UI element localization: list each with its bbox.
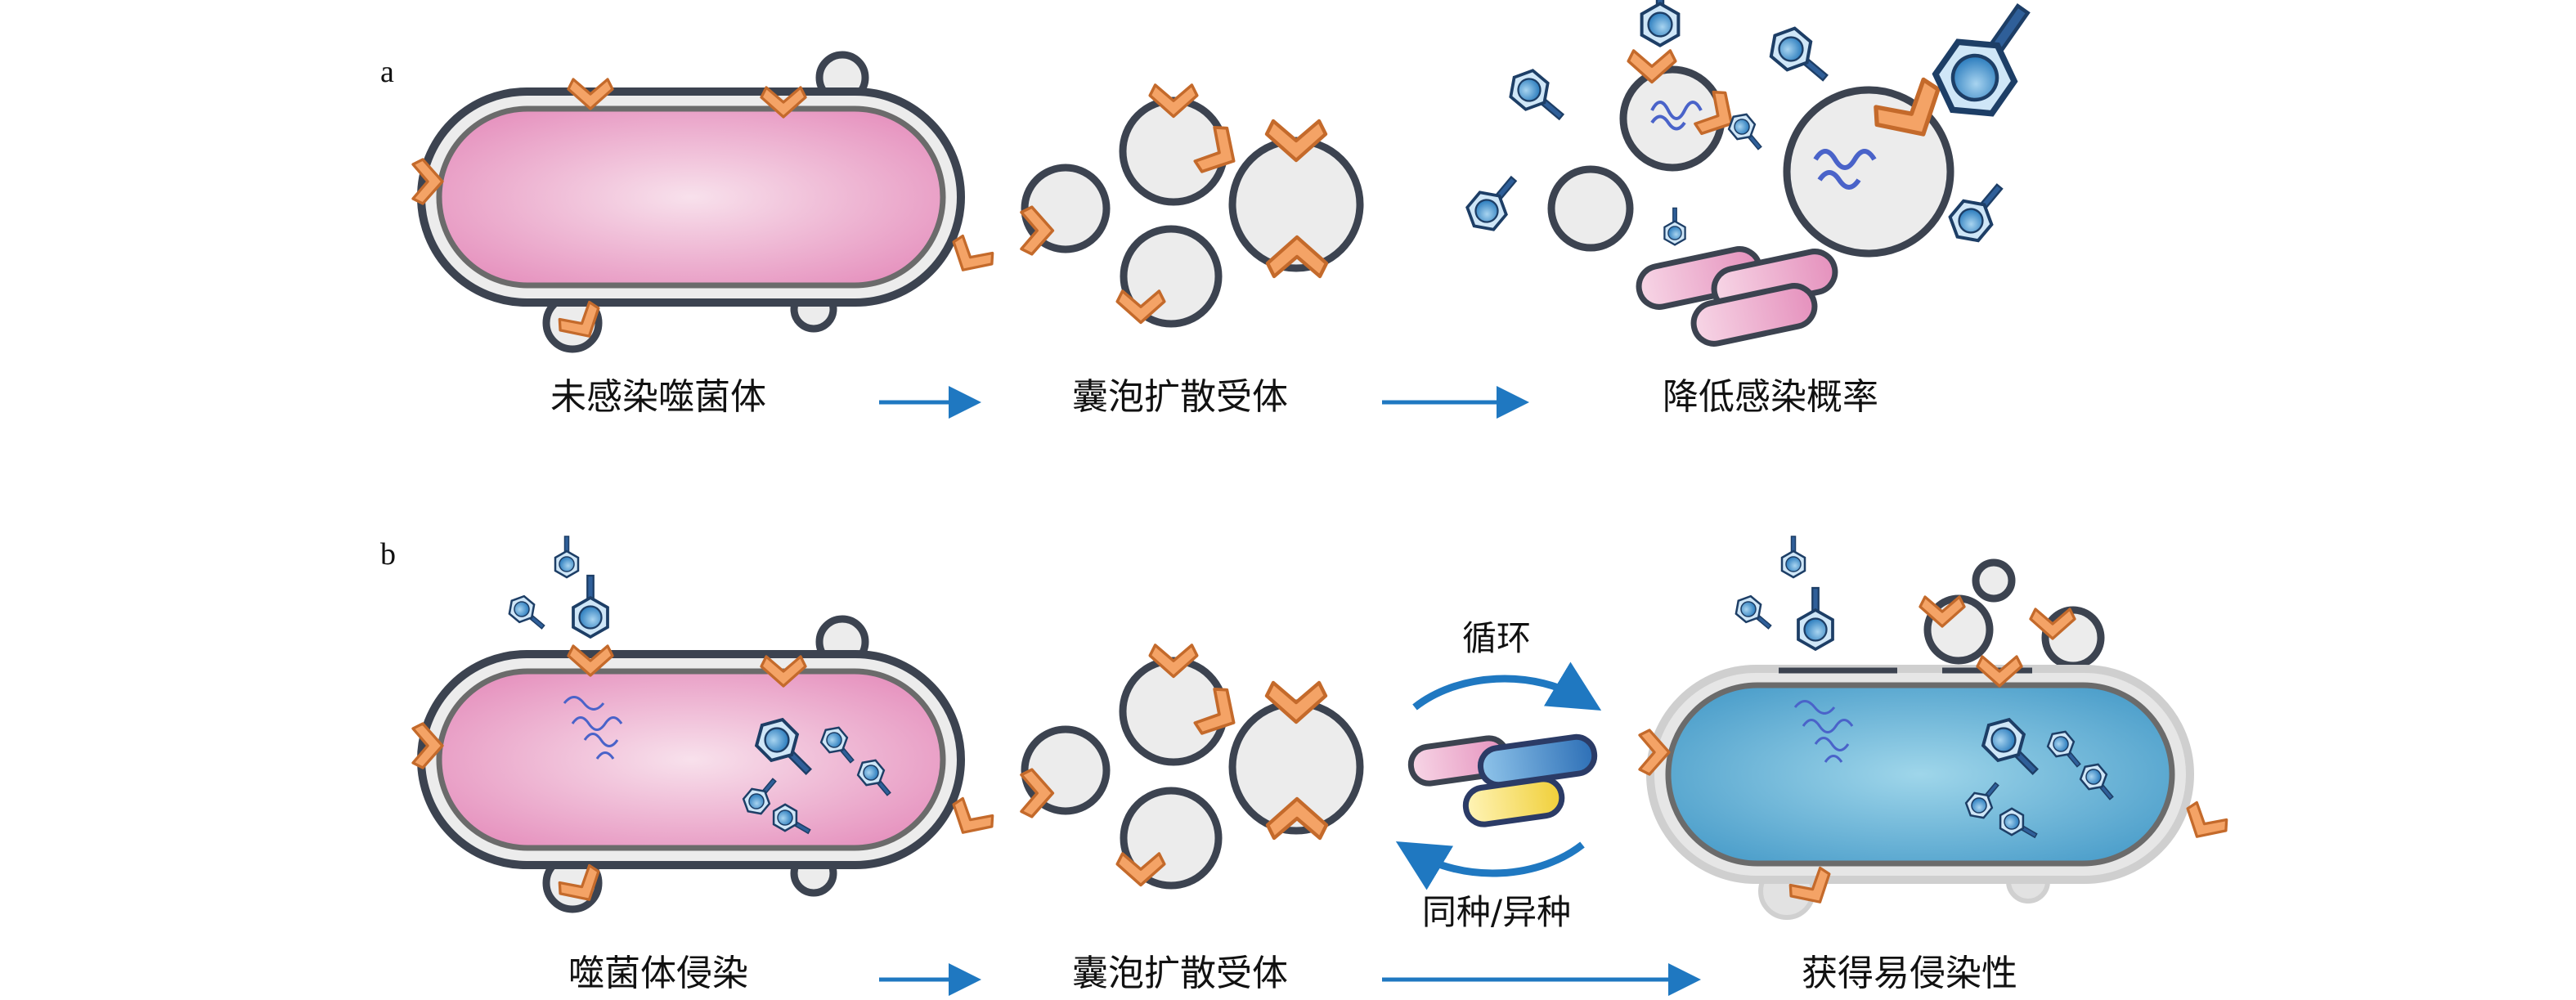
phage-icon	[1727, 113, 1762, 150]
receptor-icon	[1264, 680, 1328, 724]
receptor-icon	[1976, 655, 2023, 688]
cycle-label: 循环	[1462, 618, 1531, 658]
cytoplasm	[436, 105, 946, 289]
phage-icon	[554, 536, 580, 579]
phage-icon	[1640, 0, 1681, 47]
receptor-icon	[1193, 688, 1236, 735]
phage-dna-icon	[583, 733, 619, 747]
receptor-icon	[1020, 768, 1055, 818]
receptor-icon	[1264, 119, 1328, 163]
phage-group	[1465, 0, 2031, 246]
panel-letter-a: a	[380, 55, 394, 89]
phage-icon	[508, 594, 545, 630]
phage-dna-icon	[1650, 114, 1686, 131]
cytoplasm	[436, 668, 946, 851]
phage-icon	[819, 726, 855, 764]
bacterium-susceptible	[1646, 558, 2194, 920]
phage-icon	[1735, 594, 1772, 630]
receptor-icon	[1115, 289, 1166, 325]
receptor-icon	[1148, 83, 1199, 119]
phage-icon	[1509, 69, 1565, 121]
receptor-icon	[1265, 796, 1329, 841]
vesicle	[1547, 165, 1634, 252]
phage-icon	[1663, 207, 1686, 246]
receptor-icon	[1148, 643, 1199, 679]
phage-icon	[572, 574, 609, 639]
receptor-group	[411, 595, 2228, 904]
phage-dna-icon	[1793, 700, 1836, 715]
phage-dna-icon	[571, 716, 623, 731]
caption-vesicle-spread: 囊泡扩散受体	[1072, 376, 1288, 418]
receptor-icon	[1265, 235, 1329, 279]
bacterium-rod-yellow	[1462, 776, 1565, 827]
receptor-icon	[952, 796, 994, 834]
receptor-icon	[1788, 866, 1831, 904]
caption-uninfected: 未感染噬菌体	[550, 376, 766, 418]
phage-dna-icon	[1813, 149, 1877, 170]
bacterium-uninfected	[417, 51, 965, 353]
phage-dna-icon	[1802, 719, 1854, 733]
phage-icon	[856, 759, 891, 796]
receptor-icon	[1694, 90, 1734, 136]
receptor-icon	[558, 863, 600, 901]
receptor-icon	[760, 86, 807, 119]
caption-phage-infection: 噬菌体侵染	[568, 953, 748, 994]
receptor-icon	[567, 78, 614, 110]
receptor-icon	[567, 644, 614, 677]
phage-icon	[2046, 730, 2081, 768]
phage-icon	[772, 803, 811, 835]
cytoplasm	[1665, 682, 2175, 867]
phage-icon	[1999, 807, 2038, 839]
phage-dna-icon	[1824, 755, 1843, 763]
receptor-icon	[760, 655, 807, 688]
caption-reduced-infection: 降低感染概率	[1663, 376, 1878, 418]
phage-dna-icon	[1817, 170, 1861, 190]
phage-dna-icon	[1814, 737, 1850, 751]
receptor-icon	[2029, 608, 2076, 640]
phage-icon	[2079, 763, 2114, 800]
cycle-arrow-bottom	[1395, 841, 1585, 890]
reduced-infection-scene	[1547, 65, 1954, 347]
caption-susceptibility: 获得易侵染性	[1802, 953, 2017, 994]
cycle-arrow-top	[1412, 661, 1602, 711]
receptor-icon	[1193, 126, 1236, 173]
receptor-icon	[1638, 729, 1671, 776]
phage-icon	[1769, 26, 1829, 82]
phage-icon	[1948, 183, 2004, 243]
phage-icon	[1932, 3, 2031, 117]
caption-vesicle-spread: 囊泡扩散受体	[1072, 953, 1288, 994]
phage-dna-icon	[595, 751, 615, 760]
receptor-icon	[411, 158, 444, 205]
phage-icon	[1797, 586, 1834, 652]
phage-icon	[1964, 782, 1999, 819]
receptor-group	[411, 49, 1941, 338]
panel-letter-b: b	[380, 537, 396, 572]
bacterium-rod	[1690, 283, 1818, 347]
species-label: 同种/异种	[1422, 892, 1571, 932]
receptor-icon	[952, 234, 994, 271]
vesicle	[1972, 558, 2016, 603]
receptor-icon	[1115, 852, 1166, 887]
phage-icon	[754, 717, 812, 775]
vesicle	[1120, 787, 1223, 890]
phage-icon	[1780, 536, 1806, 579]
phage-icon	[1465, 175, 1518, 231]
phage-dna-icon	[1650, 101, 1703, 120]
receptor-icon	[1919, 595, 1966, 628]
phage-dna-icon	[563, 696, 605, 711]
receptor-icon	[558, 300, 600, 338]
receptor-icon	[2186, 800, 2228, 838]
receptor-icon	[1020, 205, 1055, 256]
phage-icon	[1981, 717, 2039, 775]
receptor-icon	[1874, 77, 1941, 137]
receptor-icon	[1627, 49, 1677, 84]
phage-icon	[742, 778, 777, 815]
phage-group	[508, 536, 2114, 839]
receptor-icon	[411, 722, 444, 769]
transfer-cycle: 循环 同种/异种	[1395, 618, 1602, 932]
